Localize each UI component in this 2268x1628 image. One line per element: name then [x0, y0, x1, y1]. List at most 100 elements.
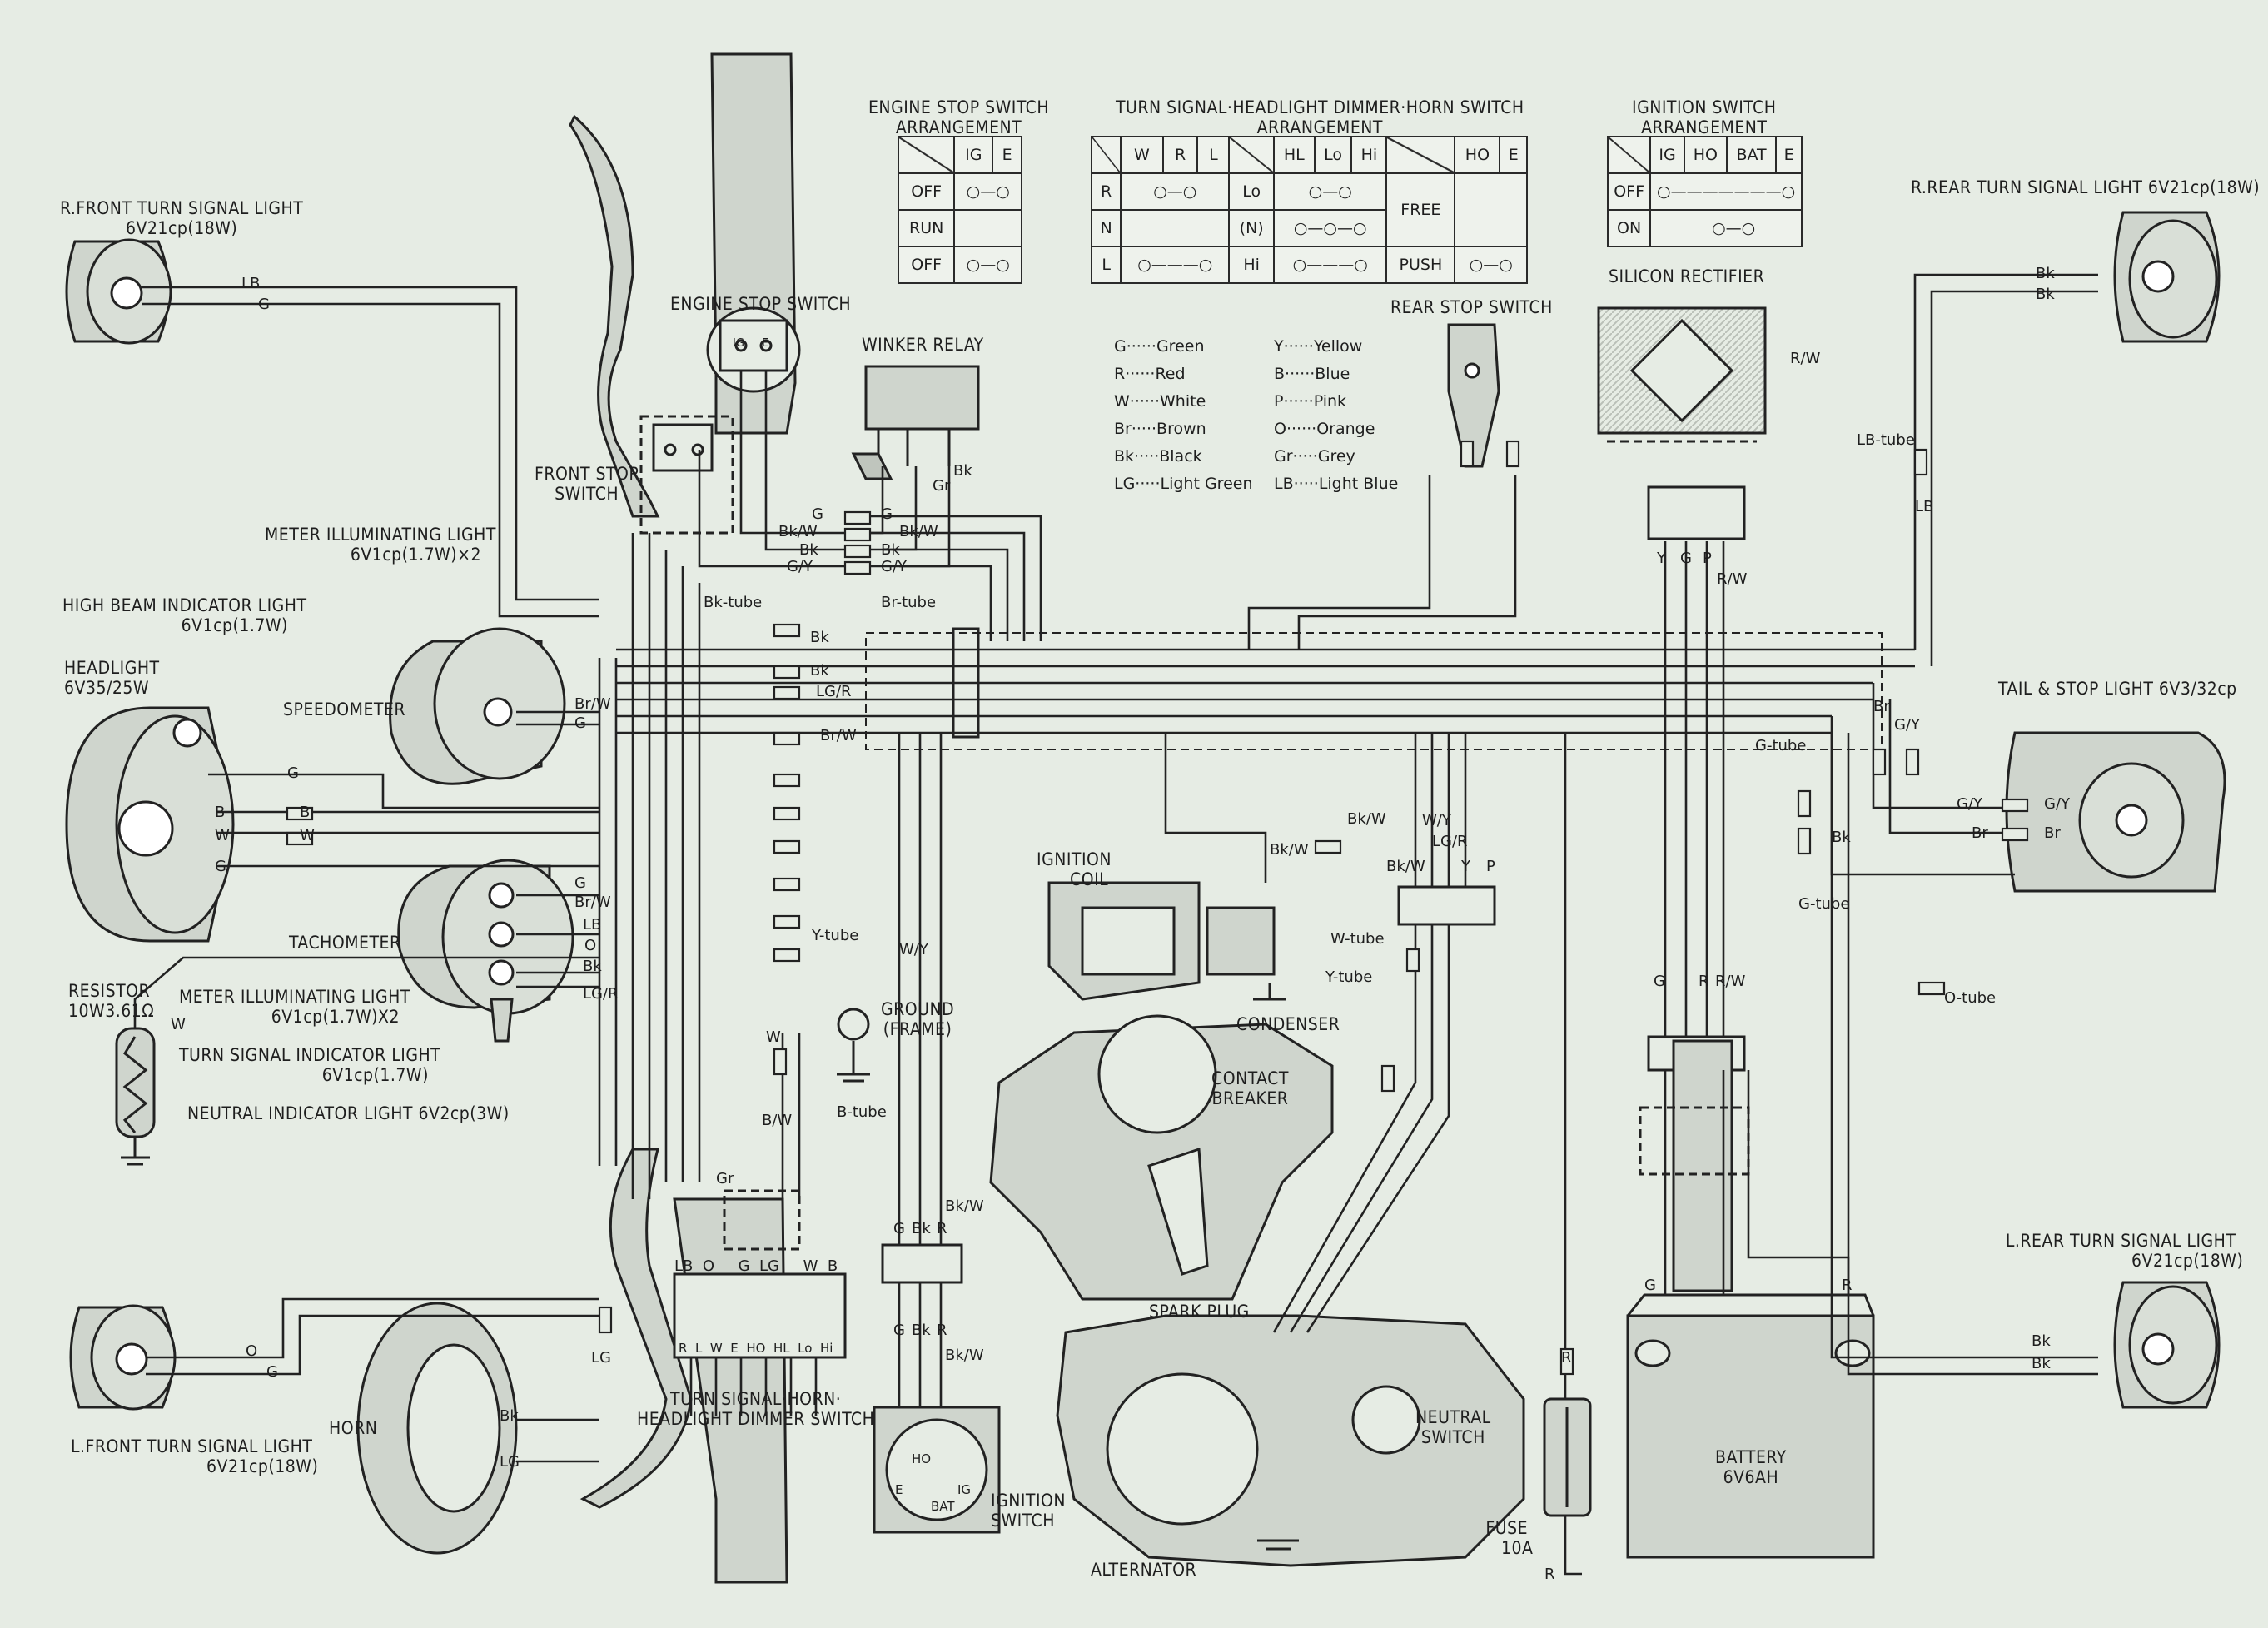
- wire-label: P: [1486, 858, 1495, 875]
- engine-stop-arrangement-title-line1: ENGINE STOP SWITCH: [868, 97, 1050, 117]
- meter-light-top-label: METER ILLUMINATING LIGHT 6V1cp(1.7W)×2: [265, 525, 495, 565]
- ground-line2: (FRAME): [883, 1019, 952, 1040]
- tshd-switch-line1: TURN SIGNAL·HORN·: [670, 1389, 842, 1409]
- front-stop-line1: FRONT STOP: [535, 464, 639, 484]
- legend-item: W······White: [1114, 392, 1206, 411]
- wire-label: LG: [591, 1349, 611, 1367]
- table-col-header: L: [1196, 136, 1231, 174]
- wire-label: Bk: [583, 958, 602, 975]
- legend-item: O······Orange: [1274, 420, 1375, 438]
- wire-label: P: [1703, 550, 1712, 567]
- r-front-turn-signal-symbol: [65, 238, 172, 345]
- table-col-header: R: [1161, 136, 1199, 174]
- contact-breaker-line2: BREAKER: [1211, 1088, 1289, 1109]
- table-col-header: E: [1775, 136, 1803, 174]
- contact-link: ○—○: [953, 246, 1022, 284]
- horn-symbol: [356, 1302, 518, 1555]
- handlebar-bottom: [579, 1148, 847, 1584]
- fuse-label: FUSE 10A: [1480, 1518, 1533, 1558]
- ground-label: GROUND (FRAME): [881, 999, 954, 1039]
- winker-relay-symbol: [851, 365, 980, 480]
- r-front-turn-label: R.FRONT TURN SIGNAL LIGHT 6V21cp(18W): [60, 198, 303, 238]
- table-col-header: Lo: [1313, 136, 1353, 174]
- ignition-coil-symbol: [1047, 881, 1286, 1001]
- condenser-label: CONDENSER: [1236, 1014, 1340, 1034]
- table-col-header: E: [992, 136, 1022, 174]
- tshd-arrangement-title-line2: ARRANGEMENT: [1256, 117, 1383, 138]
- meter-light-bottom-name: METER ILLUMINATING LIGHT: [179, 987, 410, 1007]
- wire-label: G/Y: [1894, 716, 1921, 734]
- wire-label: O: [246, 1342, 258, 1360]
- l-rear-turn-signal-symbol: [2113, 1281, 2221, 1409]
- wire-label: Bk: [810, 629, 829, 646]
- contact-link: ○—○: [1273, 172, 1388, 211]
- headlight-name: HEADLIGHT: [64, 658, 160, 678]
- wire-label: R: [937, 1220, 947, 1237]
- table-col-header: HO: [1683, 136, 1728, 174]
- color-legend-left: G······Green R······Red W······White Br·…: [1114, 337, 1253, 502]
- pin-label: HO: [912, 1451, 932, 1466]
- wire-label: G: [1644, 1277, 1656, 1294]
- front-stop-switch-symbol: [652, 423, 714, 472]
- table-row-header: OFF: [1606, 172, 1652, 211]
- wire-label: W: [300, 827, 315, 844]
- contact-link: ○—○: [1649, 209, 1803, 247]
- wire-label: R: [1699, 973, 1709, 990]
- contact-empty: [1120, 209, 1231, 247]
- tachometer-label: TACHOMETER: [289, 933, 401, 953]
- table-row-header: RUN: [897, 209, 956, 247]
- pin-label: BAT: [931, 1499, 955, 1514]
- contact-link: ○—○: [953, 172, 1022, 211]
- wire-harness: [133, 273, 2098, 1576]
- battery-line1: BATTERY: [1715, 1447, 1787, 1467]
- turn-indicator-spec: 6V1cp(1.7W): [321, 1065, 429, 1086]
- l-rear-turn-spec: 6V21cp(18W): [2131, 1251, 2244, 1272]
- legend-item: P······Pink: [1274, 392, 1347, 411]
- wire-label: Br/W: [574, 894, 611, 911]
- engine-stop-arrangement-title-line2: ARRANGEMENT: [895, 117, 1022, 138]
- battery-line2: 6V6AH: [1723, 1467, 1779, 1488]
- harness-connectors: [286, 440, 2029, 1376]
- wire-label: R/W: [1790, 350, 1821, 367]
- battery-symbol: [1626, 1039, 1875, 1559]
- wire-label: Bk: [953, 462, 972, 480]
- wire-label: Y: [1657, 550, 1666, 567]
- wire-label: Bk/W: [945, 1347, 984, 1364]
- silicon-rectifier-symbol: [1597, 306, 1767, 443]
- turn-indicator-label: TURN SIGNAL INDICATOR LIGHT 6V1cp(1.7W): [179, 1045, 440, 1086]
- wire-label: G: [1654, 973, 1665, 990]
- color-legend-right: Y······Yellow B······Blue P······Pink O·…: [1274, 337, 1398, 502]
- legend-item: G······Green: [1114, 337, 1205, 356]
- r-rear-turn-signal-symbol: [2113, 211, 2221, 343]
- table-row-header: N: [1090, 209, 1122, 247]
- wire-label: Bk/W: [778, 523, 818, 540]
- table-col-header: IG: [953, 136, 994, 174]
- contact-link: ○—○: [1454, 246, 1528, 284]
- engine-stop-arrangement-table: IG E OFF○—○ RUN OFF○—○: [897, 136, 1022, 284]
- ground-line1: GROUND: [881, 999, 955, 1019]
- pin-label: R: [679, 1341, 688, 1356]
- contact-link: ○———○: [1273, 246, 1388, 284]
- speedometer-symbol: [389, 627, 566, 785]
- legend-item: Bk·····Black: [1114, 447, 1202, 465]
- wire-label: Br: [2044, 824, 2061, 842]
- spark-plug-label: SPARK PLUG: [1149, 1302, 1250, 1322]
- contact-link: ○—○: [1120, 172, 1231, 211]
- ignition-coil-label: IGNITION COIL: [1037, 849, 1112, 889]
- wire-label: B: [215, 804, 226, 821]
- table-row-header: R: [1090, 172, 1122, 211]
- ground-symbol: [837, 1008, 870, 1083]
- ignition-arrangement-title-line2: ARRANGEMENT: [1641, 117, 1768, 138]
- wire-label: G: [1680, 550, 1692, 567]
- pin-label: W: [803, 1257, 818, 1275]
- wire-label: W/Y: [1422, 812, 1451, 829]
- engine-stop-switch-symbol: [719, 319, 788, 372]
- alternator-label: ALTERNATOR: [1091, 1560, 1197, 1580]
- table-col-header: IG: [1649, 136, 1685, 174]
- contact-empty: [1454, 172, 1528, 247]
- table-corner: [897, 136, 956, 174]
- engine-symbol: [989, 1014, 1334, 1301]
- pin-label: HO: [746, 1341, 766, 1356]
- wire-label: Br: [1873, 698, 1890, 715]
